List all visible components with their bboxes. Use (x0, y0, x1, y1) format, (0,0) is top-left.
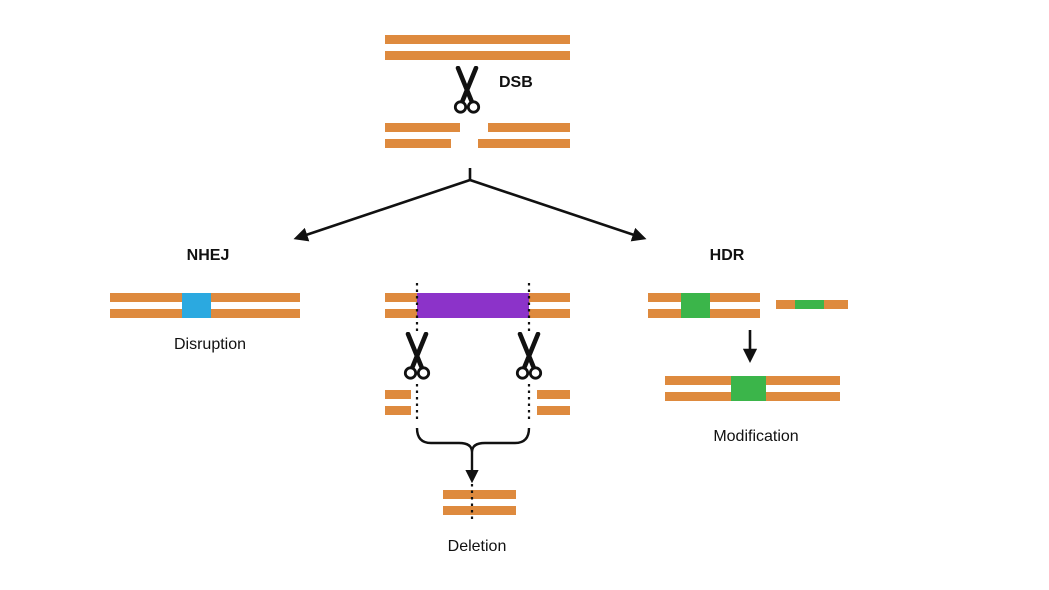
dna-strand (478, 139, 570, 148)
excised-right-fragment (537, 390, 570, 415)
break-right-fragment (478, 123, 570, 148)
dna-strand (443, 490, 516, 499)
green-donor-segment (795, 300, 824, 309)
deletion-target-dna (385, 293, 570, 318)
break-left-fragment (385, 123, 462, 148)
purple-target-segment (417, 293, 529, 318)
dna-strand (385, 51, 570, 60)
branch-right-arrow (469, 178, 647, 242)
dna-strand (385, 35, 570, 44)
join-brace (415, 427, 531, 453)
dna-strand (385, 123, 460, 132)
hdr-donor-template (776, 300, 848, 309)
dna-strand (385, 390, 411, 399)
hdr-target-dna (648, 293, 760, 318)
blue-insert-segment (182, 293, 211, 318)
green-insert-segment (681, 293, 710, 318)
dna-strand (385, 139, 451, 148)
dsb-label: DSB (499, 74, 533, 91)
hdr-result-dna (665, 376, 840, 401)
target-dna-top (385, 35, 570, 60)
deletion-label: Deletion (447, 538, 507, 555)
dna-strand (488, 123, 570, 132)
branch-left-arrow (293, 178, 471, 242)
nhej-disruption-dna (110, 293, 300, 318)
green-modified-segment (731, 376, 766, 401)
disruption-label: Disruption (173, 336, 247, 353)
dna-strand (537, 406, 570, 415)
deletion-result-dna (443, 490, 516, 515)
dna-strand (443, 506, 516, 515)
dna-strand (537, 390, 570, 399)
nhej-label: NHEJ (186, 247, 230, 264)
modification-label: Modification (713, 428, 799, 445)
excised-left-fragment (385, 390, 411, 415)
hdr-label: HDR (709, 247, 745, 264)
dna-strand (385, 406, 411, 415)
